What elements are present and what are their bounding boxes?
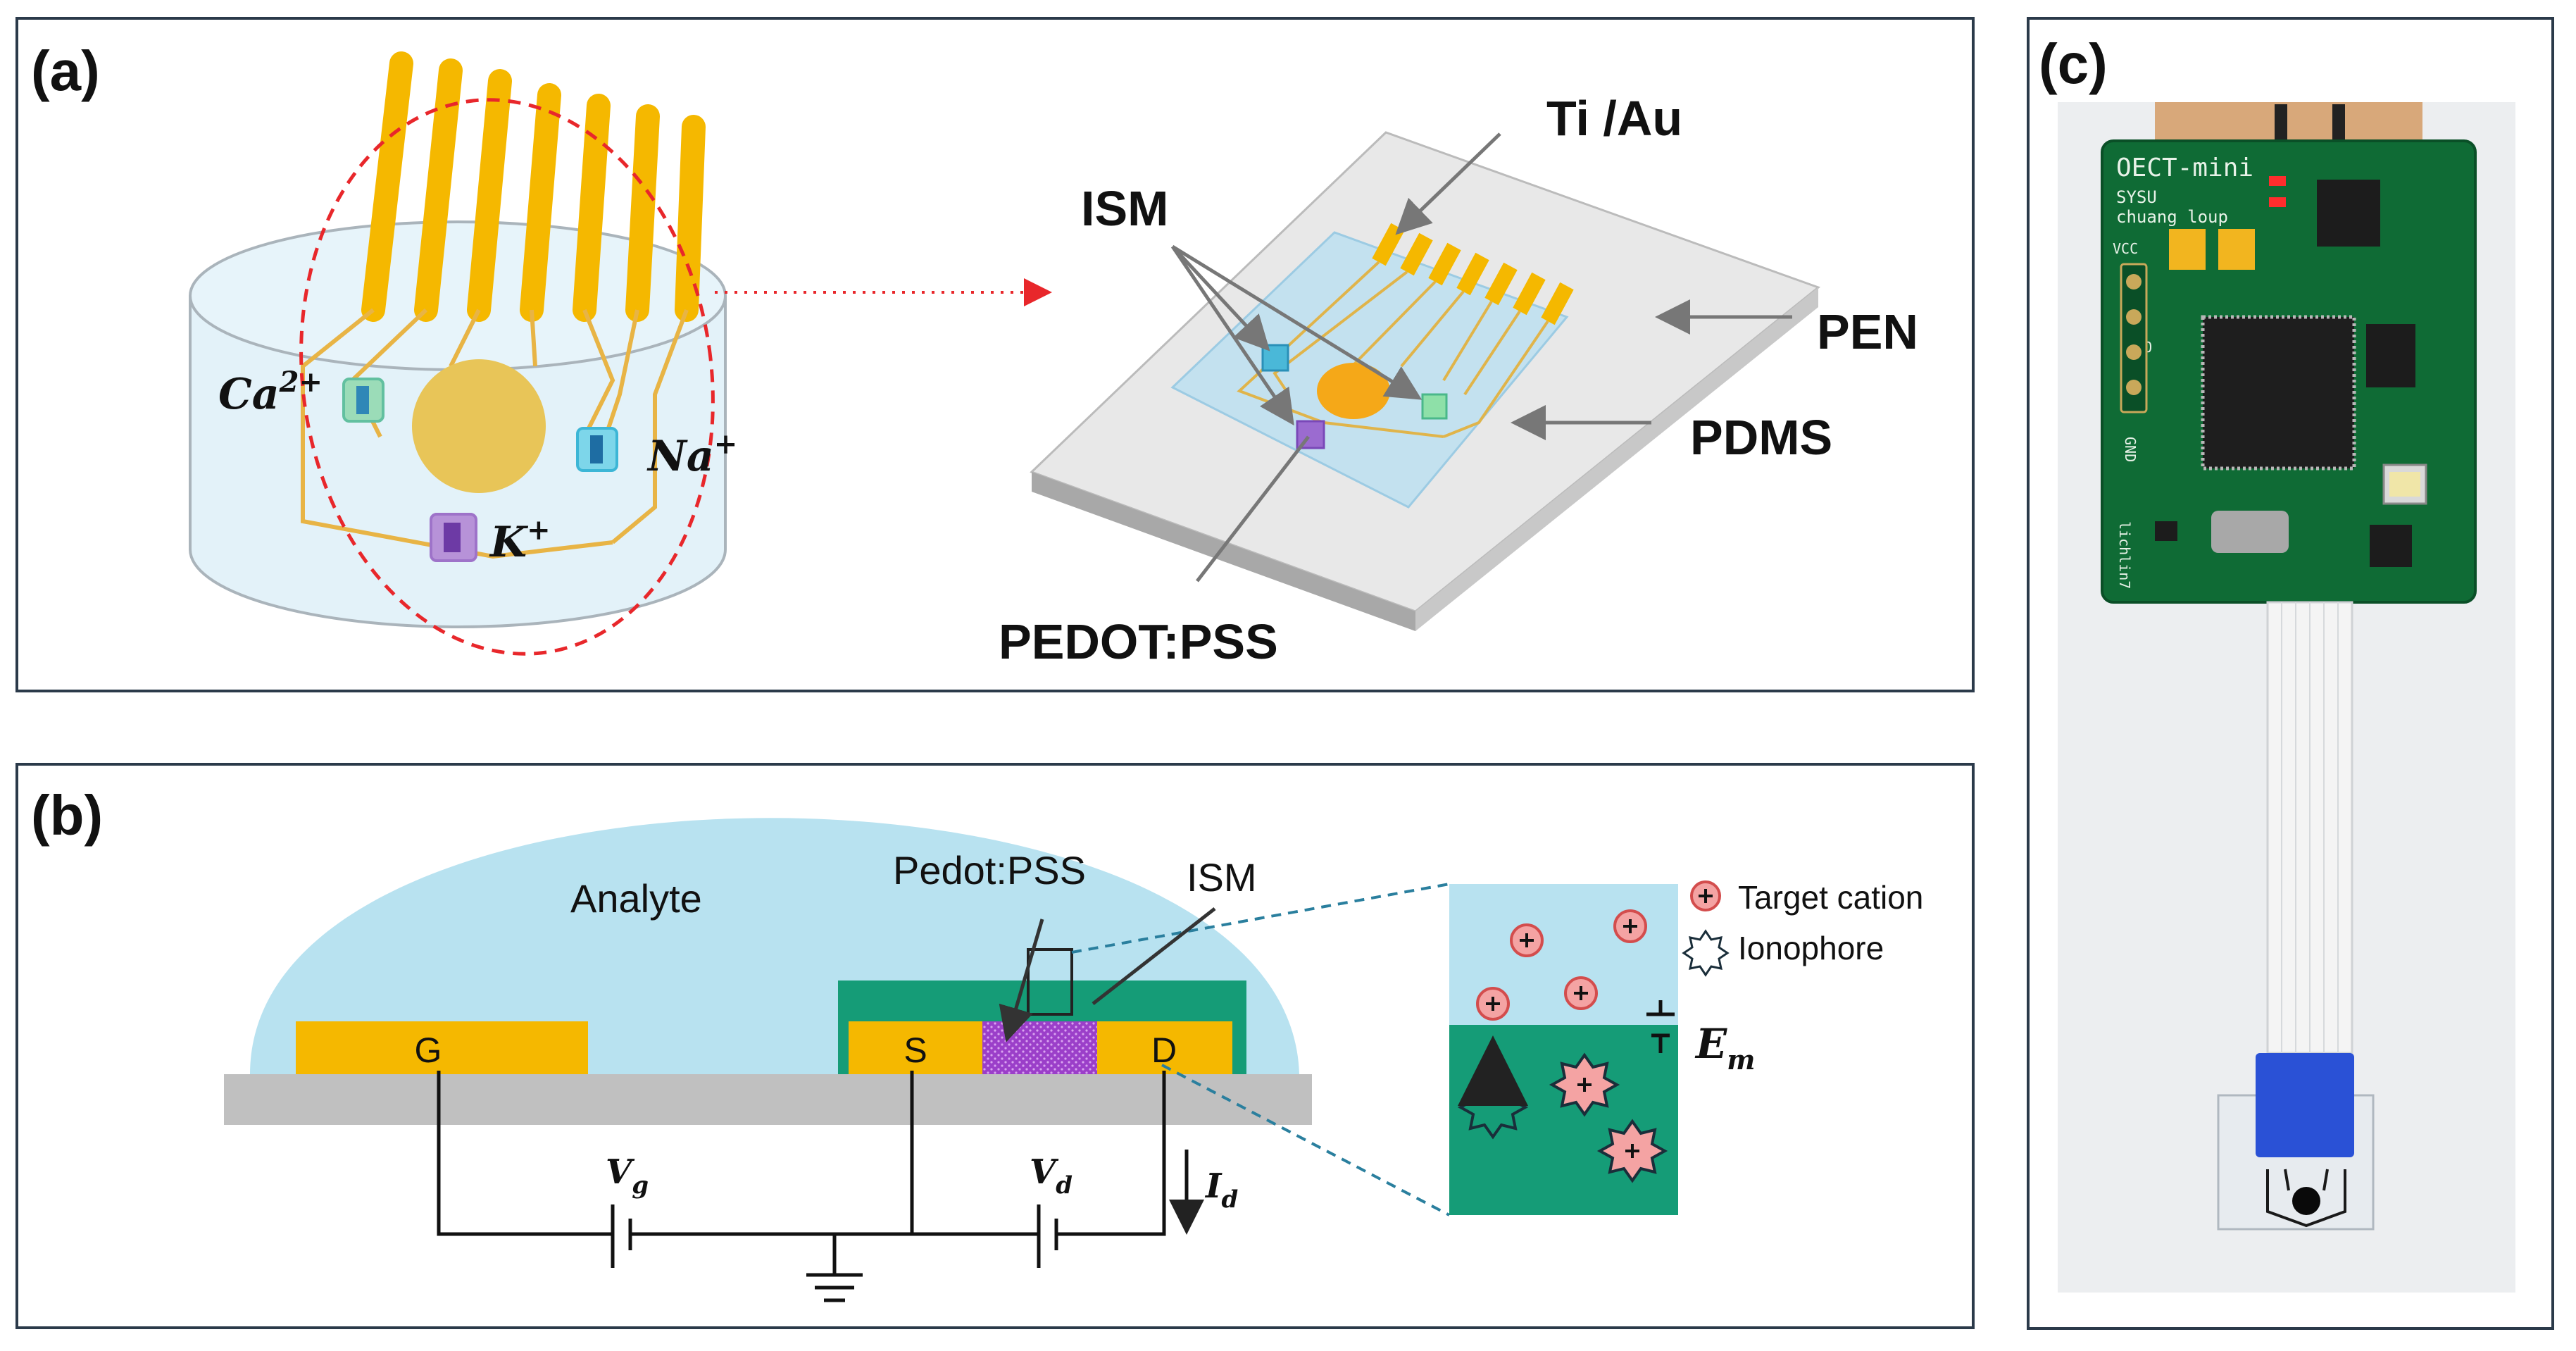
legend-target-cation: Target cation [1738, 879, 1923, 916]
pedot-label-b: Pedot:PSS [893, 848, 1086, 892]
mcu-chip [2201, 315, 2356, 471]
led-1 [2269, 176, 2286, 186]
legend: Target cation Ionophore [1682, 879, 1923, 977]
chip-gate-photo [2292, 1187, 2320, 1215]
regulator [2366, 324, 2415, 387]
source-letter: S [904, 1031, 927, 1070]
pen-label: PEN [1817, 304, 1918, 359]
capacitor-1 [2169, 229, 2206, 270]
chip-pads [1372, 223, 1574, 325]
pedot-channel [982, 1021, 1097, 1076]
led-2 [2269, 197, 2286, 207]
pedot-label-a: PEDOT:PSS [999, 614, 1278, 669]
pcb-gnd: GND [2122, 437, 2139, 462]
id-label: Id [1204, 1166, 1238, 1214]
vd-label: Vd [1030, 1152, 1073, 1200]
pedot-pointer [999, 919, 1044, 1042]
gate-letter: G [415, 1031, 442, 1070]
pcb-line1: SYSU [2116, 187, 2157, 207]
gate-electrode-b [296, 1021, 588, 1076]
substrate [224, 1074, 1312, 1125]
callout-lines [1170, 132, 1792, 583]
panel-c-label: (c) [2039, 32, 2108, 95]
pcb-header-pins [2120, 263, 2148, 413]
sensor-chip [2317, 180, 2380, 247]
legend-ionophore: Ionophore [1738, 930, 1884, 966]
pcb-title: OECT-mini [2116, 154, 2253, 182]
legend-ionophore-icon [1682, 929, 1730, 977]
inset-plus [1486, 919, 1637, 1011]
pdms-label: PDMS [1690, 410, 1832, 465]
ca-label: Ca2+ [218, 366, 323, 419]
pcb-line2: chuang loup [2116, 207, 2228, 227]
crystal [2211, 511, 2289, 553]
ic-small [2370, 525, 2412, 567]
panel-a-frame [15, 17, 1975, 692]
ism-label-b: ISM [1187, 855, 1257, 899]
panel-c-frame [2027, 17, 2554, 1330]
k-label: K+ [489, 513, 551, 567]
pcb-side: lichlin7 [2116, 521, 2133, 589]
pcb-vcc: VCC [2113, 240, 2138, 257]
source-electrode [849, 1021, 982, 1076]
ti-au-label: Ti /Au [1546, 91, 1682, 146]
panel-a: (a) [15, 17, 1975, 692]
ffc-cable [2266, 601, 2353, 1054]
inset-membrane [1449, 1025, 1678, 1215]
panel-b-label: (b) [31, 784, 103, 847]
panel-a-label: (a) [31, 39, 100, 102]
panel-c: (c) OECT-mini SYSU chuang loup VCC DIO G… [2027, 17, 2554, 1330]
gate-electrode [412, 359, 546, 493]
ism-pointer [1092, 907, 1216, 1005]
chip-gate [1317, 363, 1390, 419]
na-label: Na+ [646, 428, 737, 481]
em-symbol [1646, 1000, 1675, 1053]
panel-b: (b) Analyte G S D Pedot:PSS ISM [15, 763, 1975, 1329]
chip-ism-1 [1261, 344, 1289, 372]
chip-pedot [1296, 420, 1325, 449]
circuit [437, 1071, 1204, 1302]
chip-traces-photo [2266, 1169, 2346, 1228]
em-label: Em [1694, 1020, 1755, 1076]
electrode-fingers [361, 51, 706, 322]
chip-ism-2 [1421, 393, 1448, 420]
ffc-connector [2256, 1053, 2354, 1157]
panel-b-frame [15, 763, 1975, 1329]
capacitor-2 [2218, 229, 2255, 270]
ism-label-a: ISM [1081, 181, 1168, 236]
drain-letter: D [1151, 1031, 1177, 1070]
analyte-label: Analyte [570, 876, 702, 921]
zoom-box [1027, 948, 1073, 1016]
vg-label: Vg [606, 1152, 649, 1200]
zoom-highlight-ellipse [299, 98, 715, 656]
